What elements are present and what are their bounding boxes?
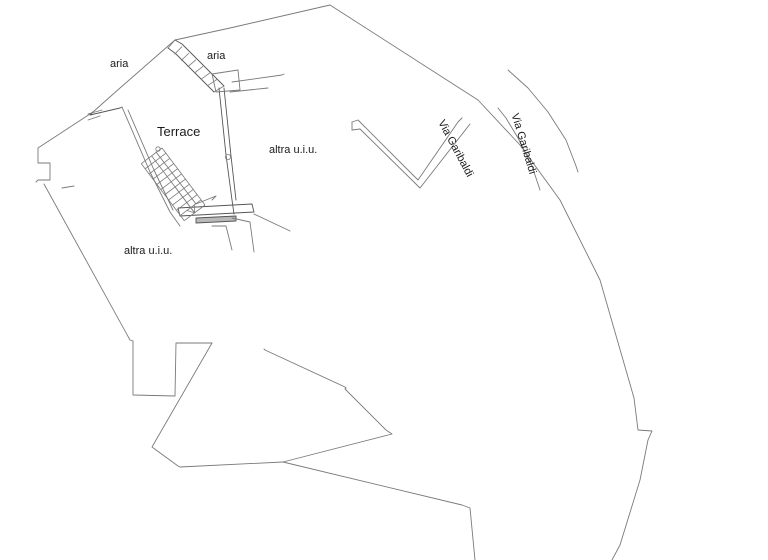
plan-label-altra-uiu-left: altra u.i.u. [124, 245, 173, 257]
plan-geometry [35, 4, 653, 560]
wall-division-tick [213, 85, 225, 93]
door-box [211, 69, 241, 93]
stair-tread [164, 178, 186, 196]
street-outer-curve [507, 69, 579, 173]
wall-division-tick [200, 72, 211, 80]
plan-marker-circle-1 [224, 153, 231, 160]
plan-marker-circle-2 [155, 146, 161, 152]
lower-stub-c [253, 213, 291, 232]
left-lower-edge [43, 183, 134, 342]
right-polygon-upper [282, 387, 393, 463]
street-inner-curve [497, 107, 541, 191]
wall-hatch-ticks [167, 39, 225, 93]
bottom-block-top [177, 203, 255, 217]
right-polygon-edge [263, 348, 347, 389]
hatched-wall-inner [167, 47, 215, 93]
chevron-band-inner [351, 123, 471, 189]
lower-polygon [151, 342, 284, 468]
bottom-block-shadow [195, 215, 237, 224]
wall-division-tick [167, 39, 176, 49]
left-tick-lower [61, 185, 75, 189]
terrace-right-wall2 [223, 87, 237, 201]
stair-tread [144, 152, 167, 170]
stair-tread [148, 158, 171, 175]
hatched-wall-outer [174, 39, 225, 87]
right-boundary [477, 99, 653, 560]
wall-division-tick [174, 46, 183, 55]
wall-division-tick [180, 52, 190, 61]
plan-markers [155, 146, 231, 160]
plan-label-terrace: Terrace [157, 124, 201, 139]
terrace-left-wall [89, 106, 123, 116]
plan-label-altra-uiu-right: altra u.i.u. [269, 144, 318, 156]
plan-label-aria-left: aria [110, 58, 129, 70]
lower-right-polygon [282, 461, 476, 560]
lower-stub-a [211, 225, 233, 251]
lower-notch [132, 340, 213, 397]
chevron-band-outer [351, 117, 463, 181]
stair-tread [160, 173, 182, 190]
wall-division-tick [207, 79, 218, 87]
staircase-graphic [140, 147, 206, 221]
stair-stringer-2 [140, 163, 185, 221]
stair-tread [152, 163, 174, 180]
left-tick-a [87, 109, 103, 115]
lower-stub-b [231, 217, 255, 253]
upper-right-stub2 [229, 87, 269, 93]
stair-tread [141, 147, 163, 164]
stair-tread [156, 168, 178, 185]
wall-division-tick [187, 59, 197, 68]
terrace-right-wall [218, 87, 235, 215]
stair-direction-arrow [174, 186, 196, 214]
left-tick-b [87, 115, 101, 121]
upper-right-stub [231, 73, 285, 83]
stair-stringer-1 [161, 147, 206, 206]
plan-label-aria-right: aria [207, 50, 226, 62]
terrace-boundary [121, 106, 181, 227]
wall-division-tick [194, 65, 204, 74]
outer-boundary [35, 4, 479, 183]
